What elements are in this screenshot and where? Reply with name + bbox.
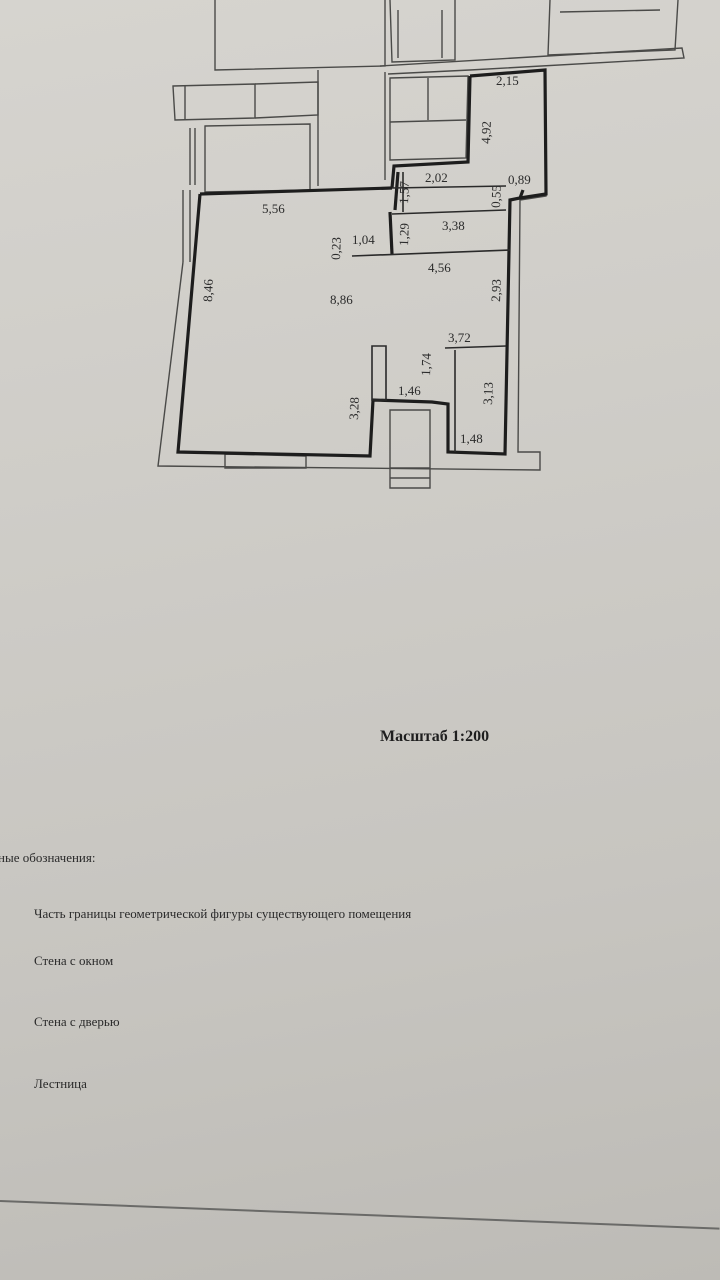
- dim-8-46: 8,46: [200, 278, 216, 302]
- dim-1-46: 1,46: [398, 383, 421, 398]
- upper-right-room: [547, 0, 679, 56]
- dim-1-04: 1,04: [352, 232, 375, 247]
- legend-item-door-wall: Стена с дверью: [34, 1014, 120, 1029]
- scale-label: Масштаб 1:200: [380, 728, 490, 745]
- dim-1-74: 1,74: [418, 352, 434, 376]
- dim-5-56: 5,56: [262, 201, 285, 216]
- dim-3-72: 3,72: [448, 330, 471, 345]
- upper-mid-room: [389, 0, 456, 63]
- dim-4-56: 4,56: [428, 260, 451, 275]
- dim-1-48: 1,48: [460, 431, 483, 446]
- floor-plan: 5,56 8,46 8,86 0,23 1,04 1,29 3,38 1,57 …: [157, 0, 685, 489]
- dim-2-15: 2,15: [496, 73, 519, 88]
- legend-item-boundary: Часть границы геометрической фигуры суще…: [34, 906, 412, 921]
- dim-3-13: 3,13: [480, 382, 496, 405]
- dim-2-02: 2,02: [425, 170, 448, 185]
- dim-3-38: 3,38: [442, 218, 465, 233]
- page-edge-line: [0, 1200, 720, 1230]
- dim-3-28: 3,28: [346, 397, 362, 420]
- legend-item-stairs: Лестница: [34, 1076, 87, 1091]
- dim-0-89: 0,89: [508, 172, 531, 187]
- legend-title: ные обозначения:: [0, 850, 96, 865]
- dim-8-86: 8,86: [330, 292, 353, 307]
- dim-1-29: 1,29: [396, 223, 412, 246]
- dim-4-92: 4,92: [478, 121, 494, 144]
- upper-left-room: [214, 0, 386, 71]
- dim-2-93: 2,93: [488, 279, 504, 302]
- dim-0-55: 0,55: [488, 185, 504, 208]
- dim-1-57: 1,57: [396, 180, 412, 204]
- dim-0-23: 0,23: [328, 237, 344, 260]
- legend-item-window-wall: Стена с окном: [34, 953, 114, 968]
